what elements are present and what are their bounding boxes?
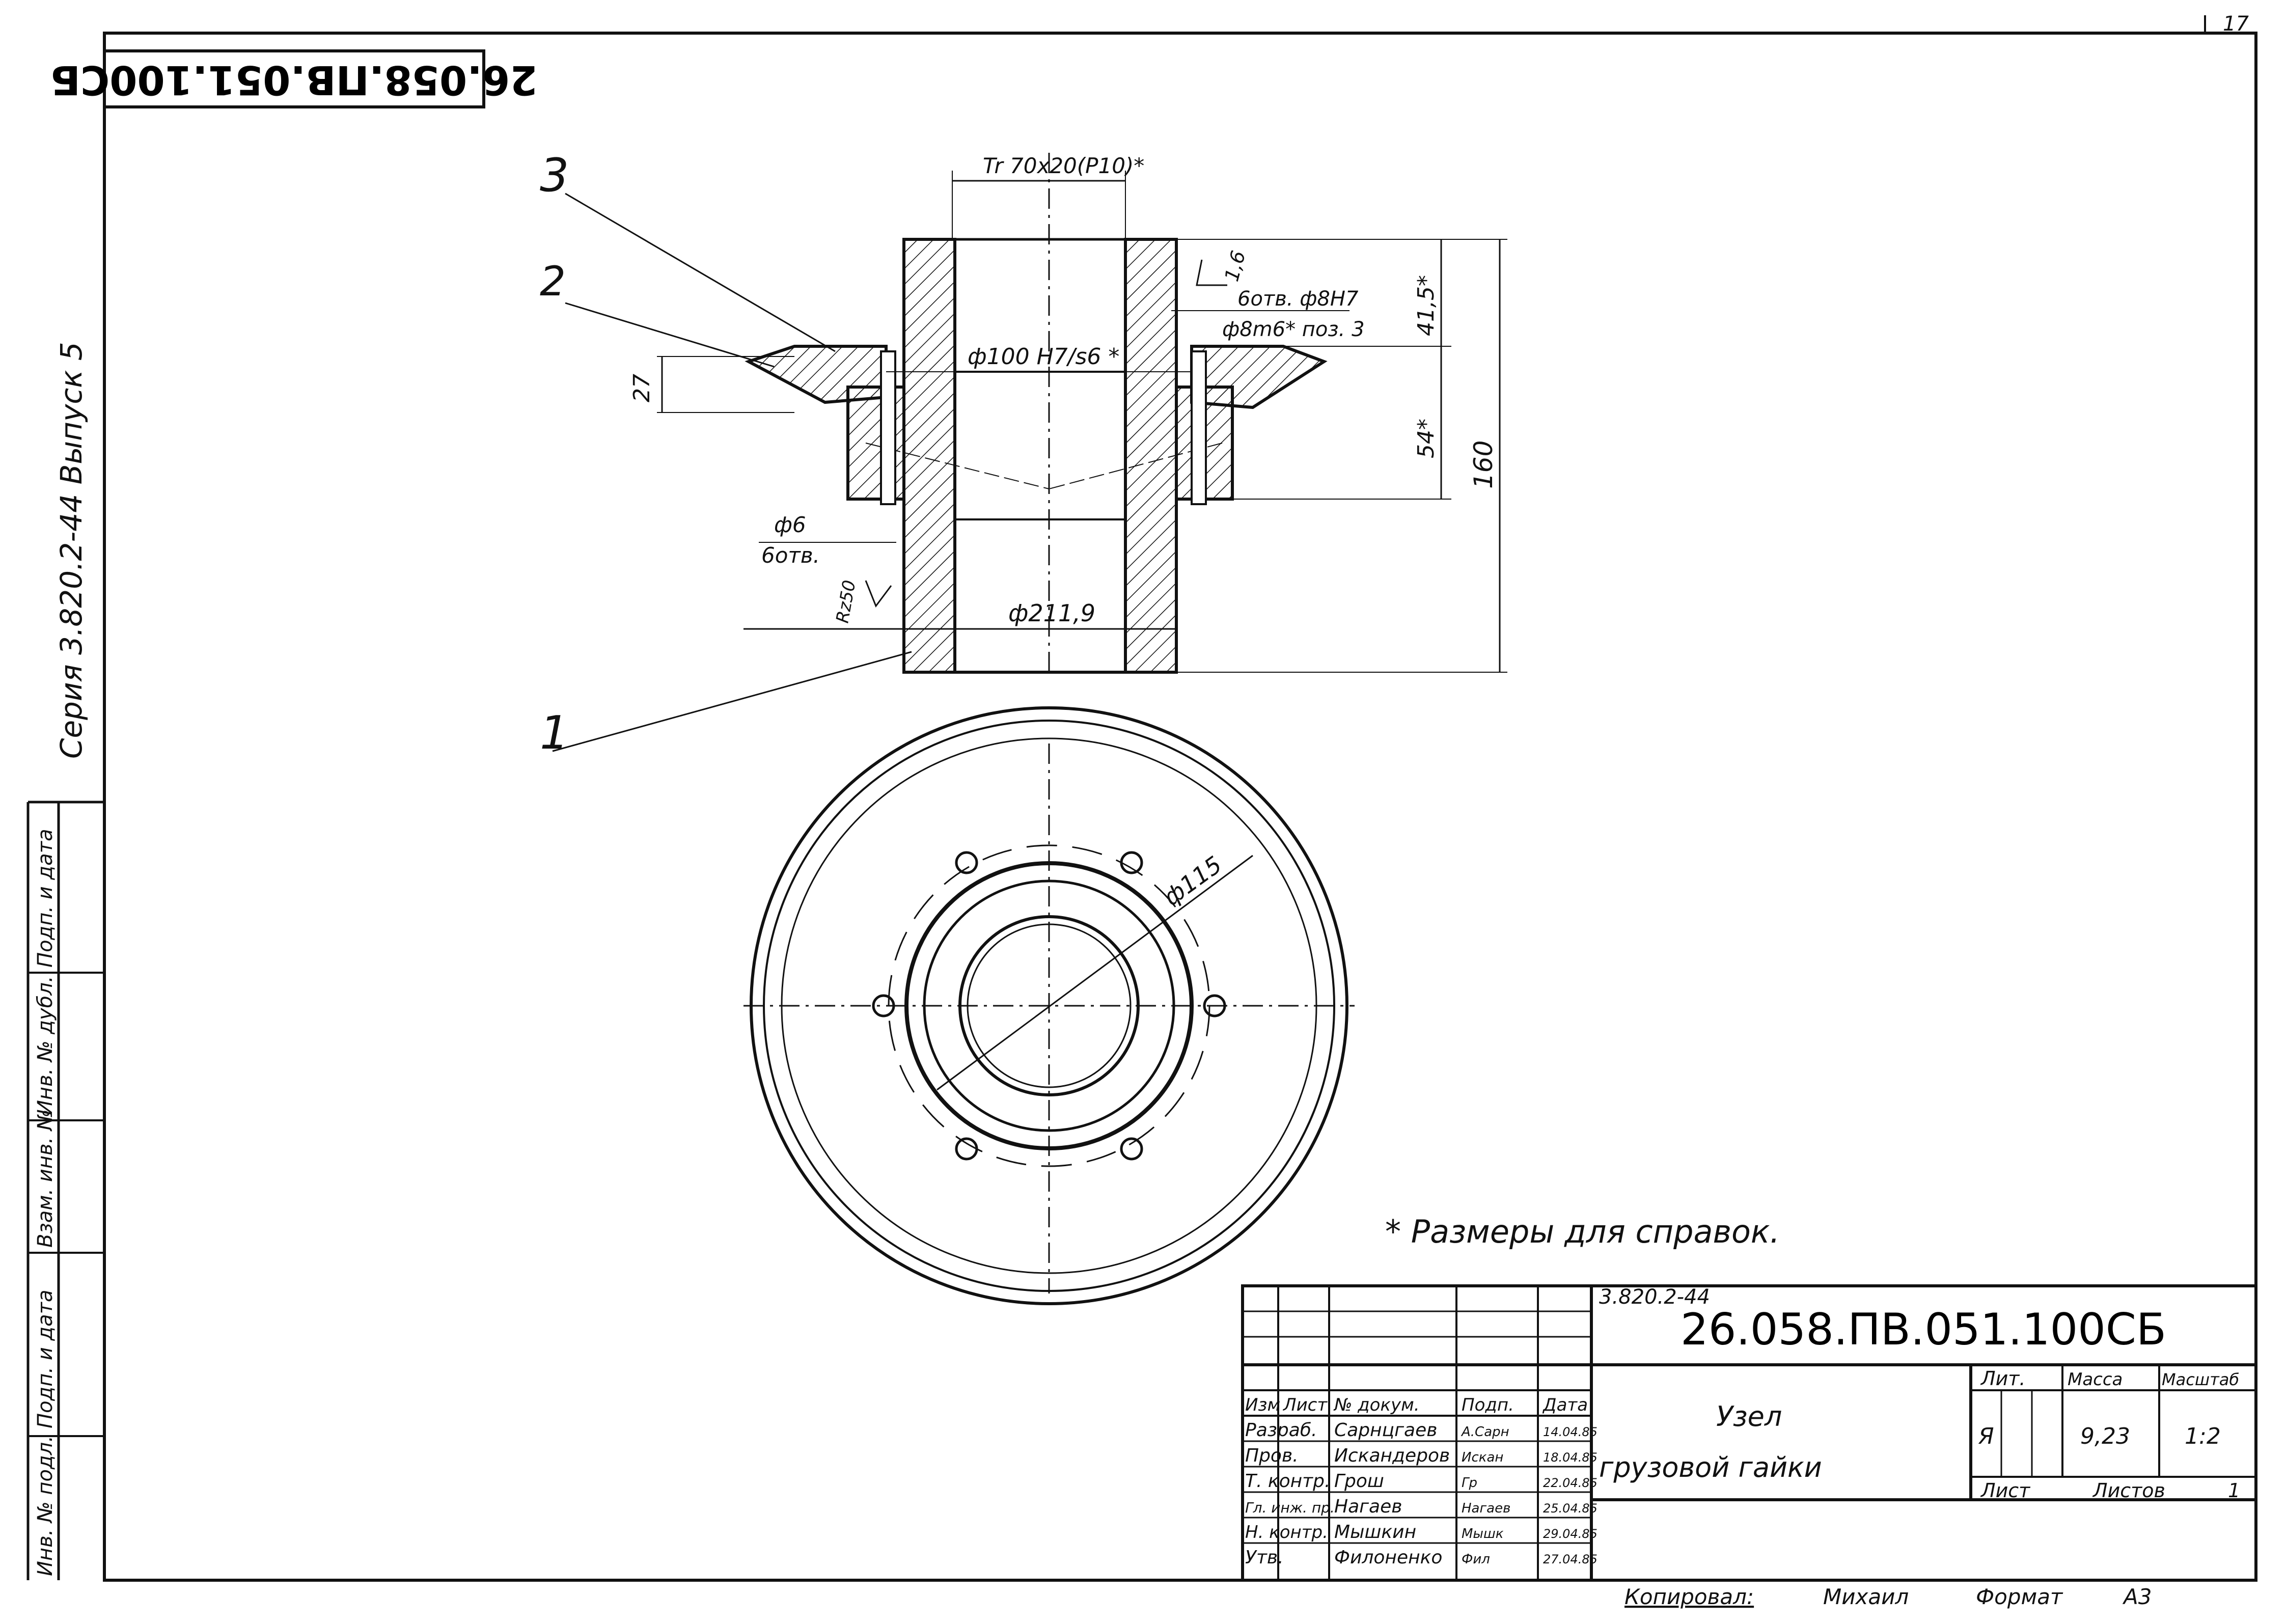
tb-name: Мышкин (1334, 1522, 1416, 1543)
top-stamp-code: 26.058.ПВ.051.100СБ (50, 57, 538, 102)
sheets-label: Листов (2092, 1479, 2165, 1502)
scale-label: Масштаб (2162, 1370, 2239, 1389)
tb-date: 25.04.85 (1543, 1501, 1598, 1516)
side-stamp-field: Подп. и дата (34, 829, 57, 968)
dim-h-27: 27 (629, 374, 655, 402)
tb-name: Сарнцгаев (1334, 1420, 1437, 1441)
position-label: 2 (540, 258, 566, 305)
tb-sign: Искан (1462, 1450, 1503, 1465)
series-label: Серия 3.820.2-44 Выпуск 5 (54, 342, 89, 759)
side-stamp-field: Взам. инв. № (34, 1109, 57, 1248)
tb-date: 29.04.85 (1543, 1527, 1598, 1541)
dim-thread: Tr 70x20(P10)* (983, 153, 1144, 178)
tb-role: Разраб. (1245, 1420, 1317, 1441)
dim-hole6: ф6 (774, 512, 806, 537)
tb-sign: А.Сарн (1461, 1424, 1509, 1440)
series-code: 3.820.2-44 (1599, 1285, 1710, 1309)
dim-bore-fit: ф100 H7/s6 * (968, 344, 1119, 370)
tb-row: Т. контр. Грош Гр 22.04.85 (1245, 1471, 1598, 1492)
reference-note: * Размеры для справок. (1385, 1213, 1780, 1250)
tb-name: Искандеров (1334, 1445, 1450, 1466)
side-stamp-field: Инв. № подл. (34, 1436, 57, 1576)
tb-header: Лист (1282, 1395, 1328, 1415)
sheet-label: Лист (1980, 1479, 2031, 1502)
position-label: 3 (540, 149, 569, 202)
lit-value: Я (1978, 1423, 1994, 1449)
tb-date: 22.04.85 (1543, 1476, 1598, 1490)
tb-row: Гл. инж. пр. Нагаев Нагаев 25.04.85 (1245, 1496, 1598, 1517)
copied-by: Михаил (1823, 1584, 1909, 1609)
tb-sign: Фил (1462, 1552, 1490, 1567)
tb-name: Грош (1334, 1471, 1384, 1492)
tb-date: 14.04.85 (1543, 1425, 1598, 1439)
tb-sign: Гр (1462, 1475, 1477, 1491)
doc-code: 26.058.ПВ.051.100СБ (1681, 1304, 2166, 1355)
tb-header: № докум. (1333, 1395, 1420, 1415)
tb-sign: Нагаев (1462, 1501, 1510, 1516)
mass-label: Масса (2068, 1369, 2123, 1390)
tb-date: 27.04.85 (1543, 1552, 1598, 1566)
sheet-frame: 17 (103, 12, 2257, 1582)
tb-name: Нагаев (1334, 1496, 1402, 1517)
tb-sign: Мышк (1462, 1526, 1504, 1542)
plan-view: ф115 (743, 706, 1355, 1305)
tb-role: Пров. (1245, 1445, 1299, 1466)
dim-pcd: ф115 (1159, 850, 1227, 911)
dim-h-top: 41,5* (1413, 275, 1439, 336)
tb-row: Пров. Искандеров Искан 18.04.85 (1245, 1445, 1598, 1466)
scale-value: 1:2 (2185, 1423, 2221, 1449)
tb-date: 18.04.85 (1543, 1450, 1598, 1465)
dim-h-mid: 54* (1413, 419, 1439, 458)
tb-header: Изм (1245, 1395, 1280, 1415)
dim-h-total: 160 (1469, 441, 1498, 489)
tb-role: Н. контр. (1245, 1522, 1328, 1543)
tb-header: Дата (1542, 1395, 1588, 1415)
side-stamp-field: Инв. № дубл. (34, 976, 57, 1115)
section-view: Tr 70x20(P10)* 41,5* 54* 160 1,6 6отв. ф… (540, 149, 1507, 760)
tb-row: Утв. Филоненко Фил 27.04.85 (1245, 1547, 1598, 1568)
side-stamp-field: Подп. и дата (34, 1290, 57, 1428)
bolt-holes (872, 851, 1226, 1161)
top-stamp: 26.058.ПВ.051.100СБ (50, 49, 538, 108)
lit-label: Лит. (1980, 1367, 2026, 1390)
footer: Копировал: Михаил Формат А3 (1624, 1584, 2152, 1609)
tb-header: Подп. (1462, 1395, 1514, 1415)
dim-pin: ф8m6* поз. 3 (1222, 318, 1365, 341)
tb-role: Т. контр. (1245, 1471, 1330, 1492)
sheet-number: 17 (2223, 12, 2249, 36)
tb-row: Н. контр. Мышкин Мышк 29.04.85 (1245, 1522, 1598, 1543)
dim-chamfer: 1,6 (1220, 249, 1250, 284)
copied-label: Копировал: (1624, 1584, 1754, 1609)
format-value: А3 (2122, 1584, 2152, 1609)
tb-role: Утв. (1245, 1547, 1284, 1568)
title-line2: грузовой гайки (1599, 1451, 1822, 1483)
mass-value: 9,23 (2080, 1423, 2130, 1449)
tb-role: Гл. инж. пр. (1245, 1499, 1335, 1516)
title-line1: Узел (1716, 1400, 1782, 1433)
dim-roughness: Rz50 (832, 579, 860, 624)
format-label: Формат (1976, 1584, 2063, 1609)
tb-name: Филоненко (1334, 1547, 1442, 1568)
dim-outer-d: ф211,9 (1008, 599, 1095, 627)
title-block: 3.820.2-44 26.058.ПВ.051.100СБ Узел груз… (1241, 1284, 2257, 1582)
tb-row: Разраб. Сарнцгаев А.Сарн 14.04.85 (1245, 1420, 1598, 1441)
dim-hole6-count: 6отв. (761, 543, 820, 568)
side-stamp: Инв. № подл. Подп. и дата Взам. инв. № И… (26, 801, 104, 1580)
dim-holes: 6отв. ф8Н7 (1237, 287, 1359, 311)
sheets-value: 1 (2228, 1479, 2240, 1502)
position-label: 1 (540, 706, 569, 760)
